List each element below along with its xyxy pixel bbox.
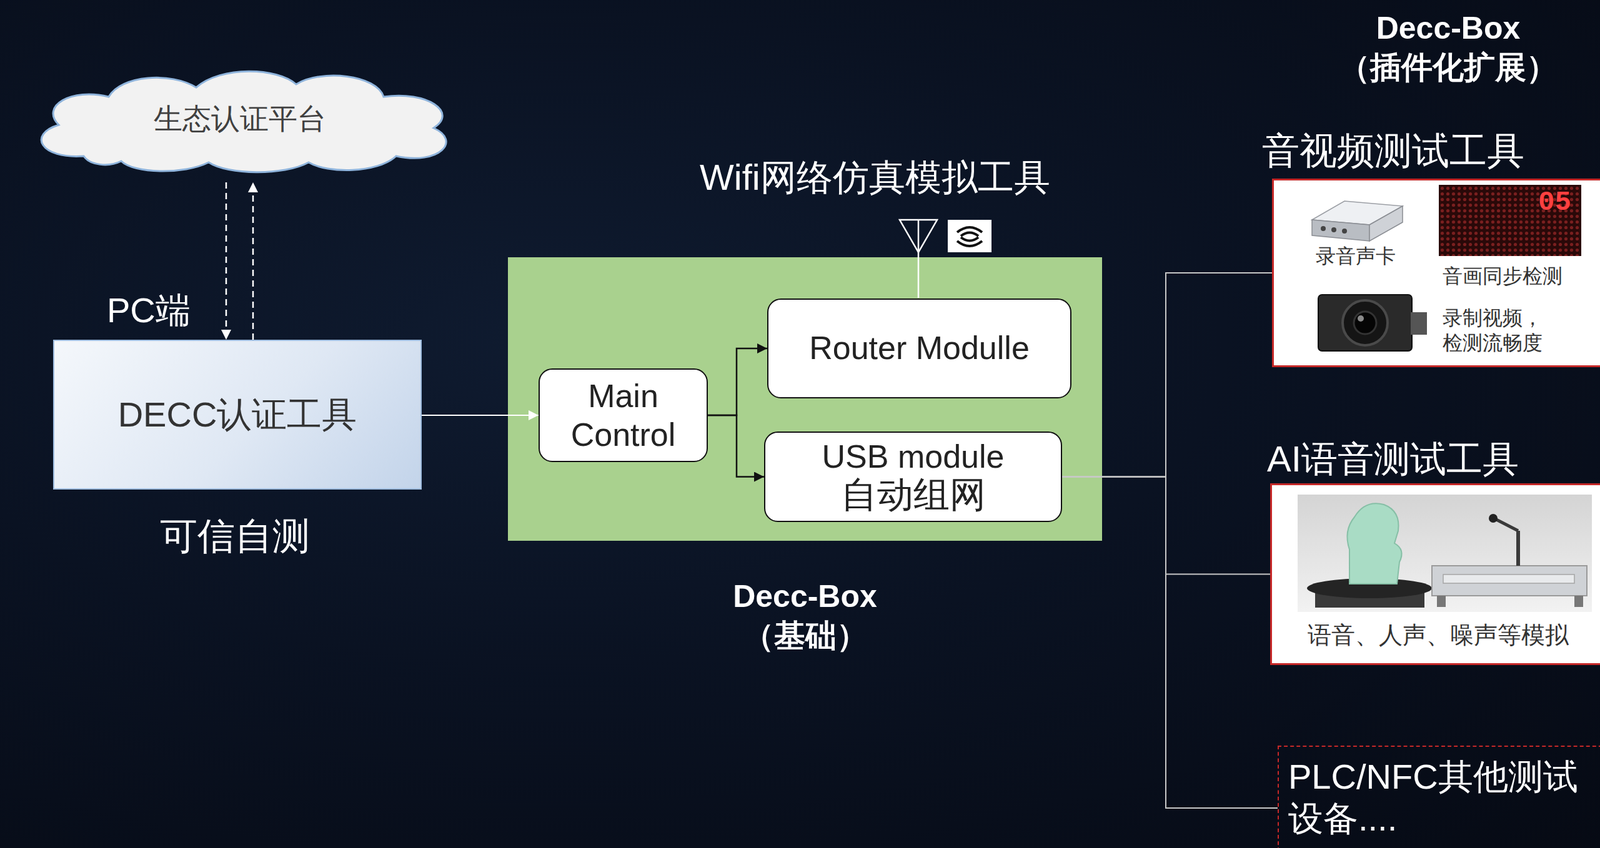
mic-arm	[1496, 519, 1519, 532]
node-label: Router Modulle	[809, 329, 1030, 368]
side-label: PC端	[106, 291, 191, 330]
node-label: Decc-Box （基础）	[674, 577, 937, 656]
head-dummy	[1346, 503, 1402, 585]
cloud-platform: 生态认证平台	[14, 62, 465, 175]
connector	[1062, 477, 1278, 810]
module-box: Router Modulle	[767, 298, 1072, 399]
node-label: Main Control	[571, 376, 676, 455]
node-note: 语音、人声、噪声等模拟	[1307, 622, 1569, 650]
decc-box-base: Decc-Box （基础）Main ControlRouter ModulleU…	[507, 257, 1103, 542]
node-label: USB module	[822, 439, 1005, 475]
wifi-waves	[957, 227, 983, 247]
wifi-icon	[947, 219, 992, 253]
cloud-shape	[41, 71, 447, 173]
module-box: Main Control	[538, 368, 708, 463]
node-note: 录音声卡	[1315, 245, 1396, 268]
turntable-base	[1315, 590, 1425, 608]
rail-foot	[1436, 596, 1446, 608]
connector	[707, 415, 765, 478]
plugin-tool-box: AI语音测试工具语音、人声、噪声等模拟	[1270, 483, 1600, 666]
led-display-dots	[1438, 184, 1582, 257]
mic-head	[1488, 514, 1498, 523]
node-label: 音视频测试工具	[1262, 130, 1525, 172]
sound-card-picture	[1311, 201, 1403, 242]
node-label: PLC/NFC其他测试 设备....	[1288, 755, 1595, 840]
wifi-icon-ground	[947, 219, 992, 253]
camera-mount	[1410, 312, 1427, 335]
node-note: 音画同步检测	[1442, 265, 1563, 288]
rail-foot	[1574, 596, 1584, 608]
sound-card-side	[1369, 206, 1403, 242]
connector	[225, 182, 228, 340]
rail-bench	[1431, 566, 1587, 597]
connector	[1062, 477, 1271, 575]
node-note: 自动组网	[840, 474, 986, 515]
node-label: DECC认证工具	[118, 395, 358, 435]
led-display-body	[1438, 184, 1582, 257]
antenna-symbol	[899, 219, 938, 299]
module-box: USB module自动组网	[764, 431, 1063, 523]
mic-arm	[1516, 531, 1521, 567]
led-display-picture	[1438, 184, 1582, 257]
node-label: AI语音测试工具	[1267, 439, 1519, 480]
rig-photo-ground	[1297, 494, 1592, 613]
antenna-head	[899, 219, 938, 253]
camera-lens-inner	[1353, 311, 1377, 335]
connector	[1062, 273, 1273, 478]
voice-test-rig-picture	[1297, 494, 1592, 613]
side-label: 可信自测	[159, 516, 310, 558]
tool-label: Wifi网络仿真模拟工具	[699, 157, 1051, 198]
sound-card-top	[1311, 201, 1403, 225]
connector	[421, 414, 539, 417]
rail-slot	[1443, 574, 1575, 584]
connector	[707, 348, 768, 416]
camera-lens	[1342, 300, 1388, 346]
antenna-stem	[917, 219, 920, 299]
node-label: 生态认证平台	[153, 103, 327, 135]
group-heading: Decc-Box （插件化扩展）	[1316, 8, 1580, 87]
tool-box: DECC认证工具	[53, 339, 422, 490]
sound-card-jack	[1320, 226, 1326, 232]
camera-body	[1318, 294, 1412, 352]
turntable-plate	[1306, 578, 1432, 599]
camera-lens-glint	[1357, 315, 1364, 322]
sound-card-jack	[1341, 228, 1347, 234]
sound-card-jack	[1331, 227, 1337, 233]
plugin-device-box: PLC/NFC其他测试 设备....	[1277, 745, 1600, 848]
led-digits: 05	[1538, 187, 1572, 218]
sound-card-front	[1311, 219, 1370, 242]
connector	[252, 182, 255, 340]
node-note: 录制视频， 检测流畅度	[1442, 305, 1563, 356]
camera-picture	[1318, 294, 1427, 352]
